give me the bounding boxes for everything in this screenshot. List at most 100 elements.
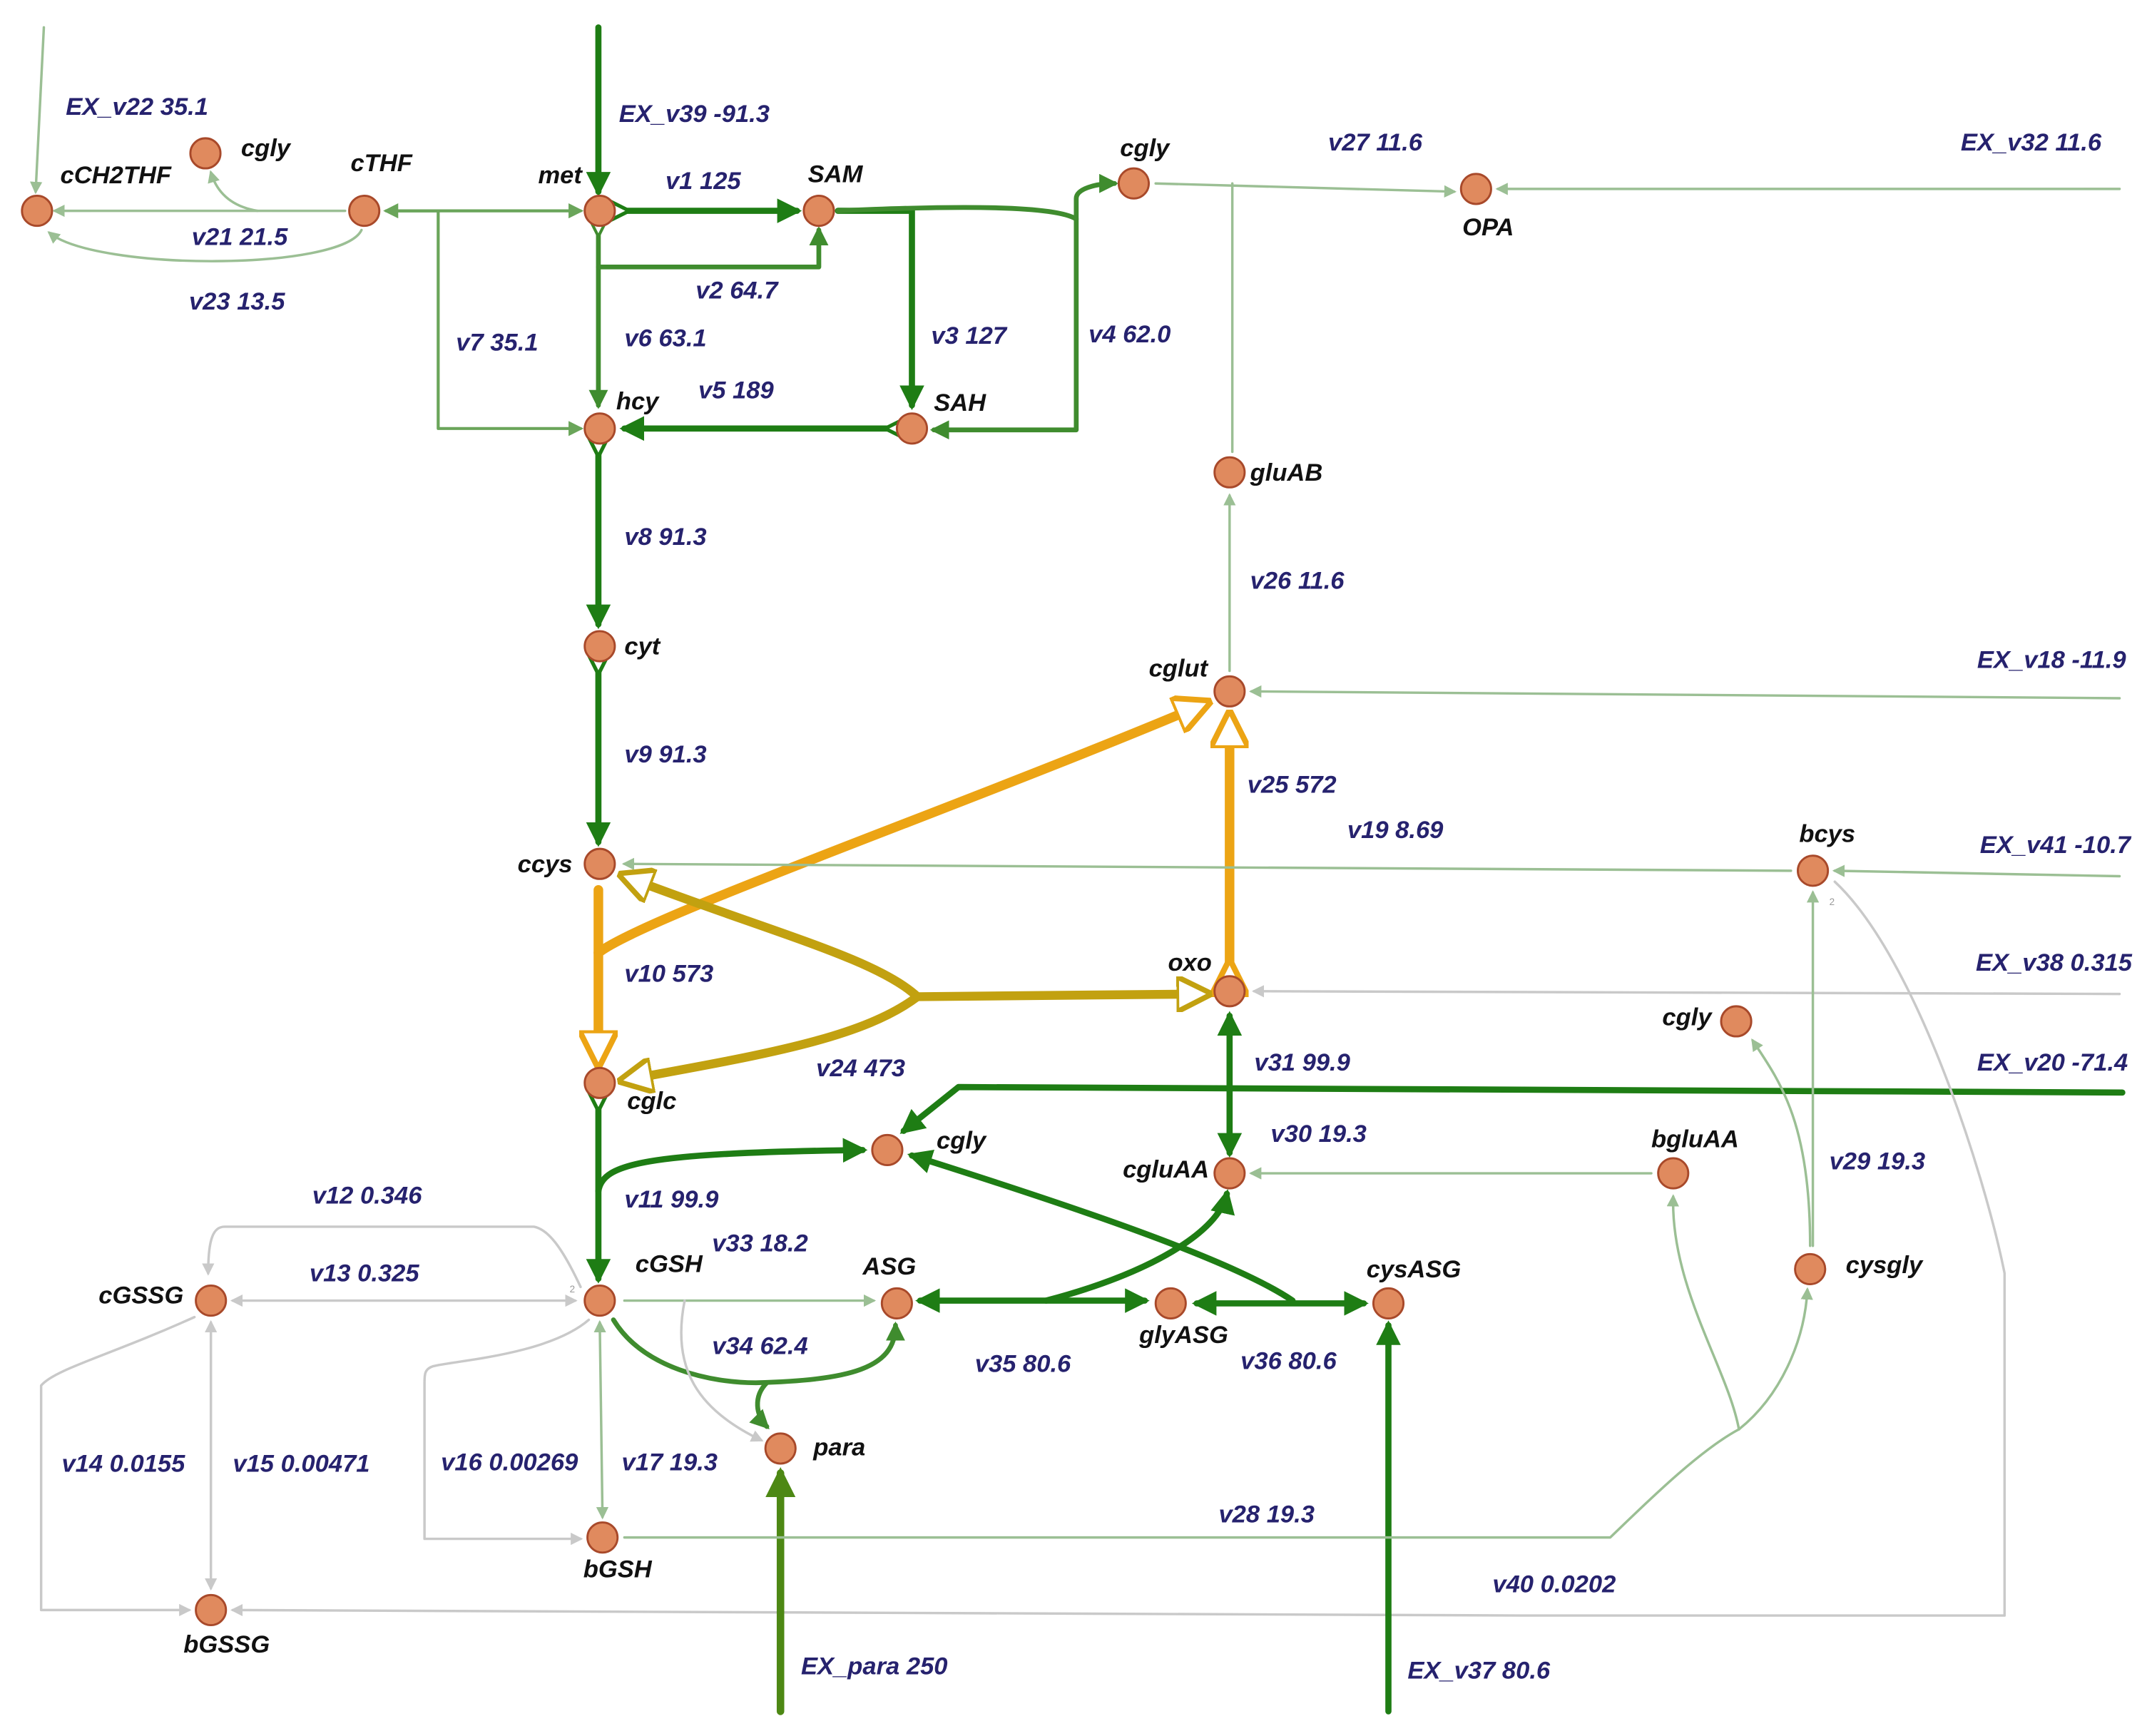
edge-v10-branch: [593, 704, 1205, 958]
reaction-label-v25: v25 572: [1248, 771, 1337, 798]
reaction-label-v23: v23 13.5: [189, 288, 285, 315]
node-met[interactable]: [583, 195, 616, 228]
label-cCH2THF: cCH2THF: [61, 162, 172, 189]
edge-ex-v20: [899, 1083, 2126, 1134]
node-bGSSG[interactable]: [195, 1593, 228, 1626]
label-cysASG: cysASG: [1367, 1256, 1462, 1283]
node-cCH2THF[interactable]: [21, 195, 53, 228]
reaction-label-v40: v40 0.0202: [1492, 1571, 1616, 1598]
edge-v24-ccys: [624, 877, 922, 1001]
edge-v11-cgly: [595, 1138, 868, 1195]
reaction-label-ex-v39: EX_v39 -91.3: [619, 101, 770, 128]
reaction-label-v30: v30 19.3: [1270, 1120, 1366, 1148]
label-bcys: bcys: [1799, 821, 1855, 848]
label-cgly-mid-right: cgly: [1662, 1004, 1713, 1031]
reaction-label-v16: v16 0.00269: [441, 1449, 578, 1476]
edge-v28-bgluAA: [1666, 1194, 1740, 1431]
edge-v29-cgly: [1751, 1038, 1812, 1247]
node-bGSH[interactable]: [586, 1521, 619, 1554]
reaction-label-ex-v41: EX_v41 -10.7: [1980, 832, 2132, 859]
reaction-label-v2: v2 64.7: [695, 277, 779, 304]
label-oxo: oxo: [1168, 949, 1211, 976]
metabolite-nodes: [21, 137, 1830, 1626]
reaction-label-v8: v8 91.3: [624, 524, 706, 551]
label-ASG: ASG: [862, 1253, 916, 1280]
edge-ex-v38: [1251, 985, 2121, 998]
node-OPA[interactable]: [1459, 173, 1492, 205]
label-SAM: SAM: [808, 160, 864, 188]
reaction-label-v27: v27 11.6: [1328, 129, 1423, 156]
reaction-label-ex-para: EX_para 250: [801, 1653, 948, 1680]
reaction-label-v21: v21 21.5: [192, 224, 288, 251]
node-glyASG[interactable]: [1154, 1287, 1187, 1319]
reaction-label-v17: v17 19.3: [622, 1449, 718, 1476]
label-glyASG: glyASG: [1138, 1322, 1228, 1349]
edge-v24-oxo: [912, 994, 1205, 997]
node-cyt[interactable]: [583, 630, 616, 663]
edge-v7: [437, 209, 584, 436]
node-cGSH[interactable]: [583, 1285, 616, 1317]
node-bcys[interactable]: [1797, 854, 1830, 887]
label-cgly-top-right: cgly: [1120, 135, 1171, 162]
edge-ex-v22: [30, 26, 46, 195]
reaction-label-v14: v14 0.0155: [61, 1451, 185, 1478]
node-hcy[interactable]: [583, 412, 616, 445]
node-cgly-mid[interactable]: [871, 1133, 904, 1166]
node-cysgly[interactable]: [1794, 1252, 1827, 1285]
label-bgluAA: bgluAA: [1651, 1126, 1739, 1153]
label-SAH: SAH: [934, 389, 986, 417]
node-ASG[interactable]: [880, 1287, 913, 1319]
metabolite-labels: cCH2THF cgly cTHF met SAM cgly OPA hcy S…: [61, 135, 1924, 1658]
reaction-label-v3: v3 127: [931, 322, 1007, 349]
reaction-label-v24: v24 473: [816, 1055, 905, 1082]
reaction-label-v4: v4 62.0: [1088, 321, 1171, 348]
reaction-label-v7: v7 35.1: [456, 329, 538, 356]
node-SAM[interactable]: [802, 195, 835, 228]
label-cgly-mid: cgly: [937, 1128, 987, 1155]
node-cgly-top-left[interactable]: [189, 137, 222, 170]
node-cgluAA[interactable]: [1213, 1157, 1246, 1190]
node-cgly-top-right[interactable]: [1117, 167, 1151, 200]
reaction-label-v1: v1 125: [665, 168, 741, 195]
node-cTHF[interactable]: [348, 195, 381, 228]
reaction-label-v28: v28 19.3: [1218, 1501, 1314, 1528]
node-cGSSG[interactable]: [195, 1285, 228, 1317]
reaction-labels: EX_v22 35.1 EX_v39 -91.3 v1 125 v27 11.6…: [61, 93, 2132, 1684]
reaction-label-v13: v13 0.325: [310, 1260, 419, 1287]
edge-v34: [611, 1317, 905, 1386]
label-cglut: cglut: [1149, 655, 1209, 682]
label-cgly-top-left: cgly: [241, 135, 292, 162]
edge-v34-para: [749, 1380, 770, 1429]
edge-v36-branch: [907, 1149, 1296, 1304]
edge-v24-cglc: [624, 992, 922, 1080]
edge-v28-cysgly: [1738, 1287, 1813, 1431]
node-cglc[interactable]: [583, 1066, 616, 1099]
label-hcy: hcy: [616, 388, 660, 415]
label-cglc: cglc: [627, 1088, 676, 1115]
node-oxo[interactable]: [1213, 975, 1246, 1008]
label-cgluAA: cgluAA: [1123, 1156, 1209, 1183]
node-para[interactable]: [764, 1432, 797, 1465]
label-para: para: [812, 1434, 865, 1461]
edge-v19: [621, 857, 1792, 872]
node-ccys[interactable]: [583, 847, 616, 880]
reaction-label-v15: v15 0.00471: [233, 1451, 369, 1478]
edge-v4-sah: [929, 216, 1079, 440]
node-cgly-mid-right[interactable]: [1720, 1005, 1753, 1038]
reaction-label-ex-v38: EX_v38 0.315: [1976, 949, 2133, 976]
edge-ex-v41: [1832, 864, 2121, 878]
label-cTHF: cTHF: [350, 150, 412, 177]
label-cyt: cyt: [624, 633, 661, 660]
node-gluAB[interactable]: [1213, 456, 1246, 489]
node-cysASG[interactable]: [1372, 1287, 1405, 1319]
reaction-label-v12: v12 0.346: [312, 1182, 422, 1209]
edge-v35-branch: [1043, 1189, 1235, 1304]
bcys-mark: 2: [1830, 897, 1835, 907]
reaction-label-v34: v34 62.4: [712, 1332, 807, 1359]
reaction-label-ex-v22: EX_v22 35.1: [66, 93, 208, 121]
node-cglut[interactable]: [1213, 675, 1246, 708]
node-bgluAA[interactable]: [1657, 1157, 1690, 1190]
node-SAH[interactable]: [895, 412, 929, 445]
edge-v14: [39, 1315, 196, 1617]
reaction-label-v33: v33 18.2: [712, 1230, 807, 1257]
